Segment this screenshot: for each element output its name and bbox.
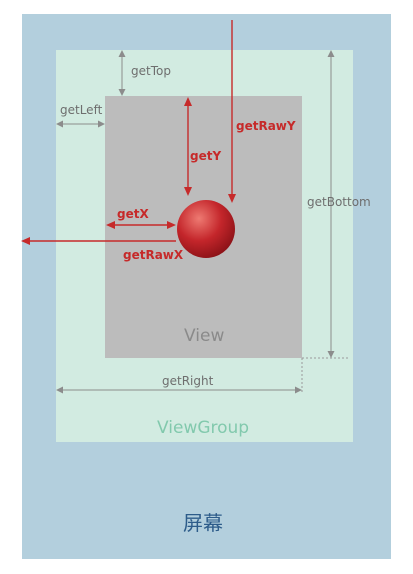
get-raw-y-arrow [228,20,236,203]
get-y-label: getY [190,149,222,163]
get-raw-y-label: getRawY [236,119,296,133]
guide-dashed-lines [301,357,350,392]
get-x-arrow [106,221,176,229]
get-bottom-label: getBottom [307,195,371,209]
get-raw-x-arrow [21,237,176,245]
get-right-label: getRight [162,374,214,388]
screen-label: 屏幕 [183,511,223,535]
get-left-arrow [56,120,105,128]
get-top-arrow [118,50,126,96]
get-left-label: getLeft [60,103,103,117]
view-label: View [184,326,225,346]
get-raw-x-label: getRawX [123,248,184,262]
get-bottom-arrow [327,50,335,358]
get-x-label: getX [117,207,149,221]
get-top-label: getTop [131,64,171,78]
touch-point-ball [177,200,235,258]
get-y-arrow [184,97,192,196]
viewgroup-label: ViewGroup [157,418,250,438]
get-right-arrow [56,386,302,394]
